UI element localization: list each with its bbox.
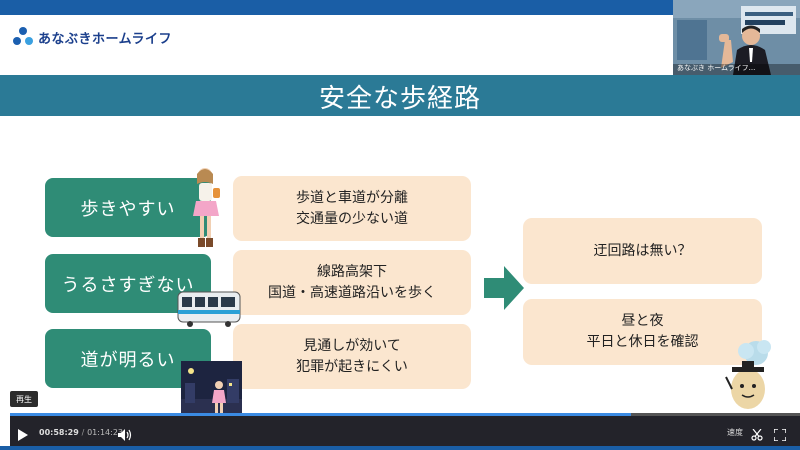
play-tooltip: 再生: [10, 391, 38, 407]
criteria-label: うるさすぎない: [61, 274, 195, 296]
check-box-day-night: 昼と夜 平日と休日を確認: [523, 299, 762, 365]
train-illustration: [176, 288, 242, 332]
company-logo: あなぶきホームライフ: [12, 26, 172, 48]
video-control-bar: 00:58:29 / 01:14:23 速度: [10, 413, 800, 450]
check-box-detour: 迂回路は無い？: [523, 218, 762, 284]
check-line: 迂回路は無い？: [593, 242, 692, 259]
progress-fill: [10, 413, 631, 416]
top-blue-bar: [0, 0, 800, 15]
criteria-label: 道が明るい: [80, 349, 176, 371]
presenter-webcam: あなぶき ホームライフ...: [673, 0, 800, 75]
detail-box-not-noisy: 線路高架下 国道・高速道路沿いを歩く: [233, 250, 471, 315]
criteria-box-walkable: 歩きやすい: [45, 178, 211, 237]
bottom-blue-bar: [0, 446, 800, 450]
duration: 01:14:23: [87, 428, 124, 437]
detail-box-walkable: 歩道と車道が分離 交通量の少ない道: [233, 176, 471, 241]
detail-line: 線路高架下: [317, 263, 387, 280]
detail-line: 交通量の少ない道: [296, 210, 408, 227]
check-line: 平日と休日を確認: [586, 334, 699, 350]
logo-mark-icon: [12, 26, 34, 48]
detail-line: 見通しが効いて: [303, 337, 401, 354]
slide-title-band: [0, 75, 800, 116]
logo-text: あなぶきホームライフ: [38, 31, 172, 47]
detail-box-bright: 見通しが効いて 犯罪が起きにくい: [233, 324, 471, 389]
slide-title: 安全な歩経路: [318, 84, 481, 114]
criteria-label: 歩きやすい: [80, 198, 176, 220]
walking-woman-illustration: [189, 166, 225, 254]
volume-icon[interactable]: [118, 426, 132, 441]
play-icon[interactable]: [17, 426, 29, 441]
detail-line: 犯罪が起きにくい: [296, 358, 408, 375]
check-line: 昼と夜: [621, 313, 664, 329]
right-arrow-icon: [484, 266, 524, 314]
webcam-caption: あなぶき ホームライフ...: [677, 64, 756, 72]
mascot-illustration: [722, 339, 778, 417]
time-display: 00:58:29 / 01:14:23: [39, 428, 123, 437]
current-time: 00:58:29: [39, 428, 79, 437]
detail-line: 歩道と車道が分離: [296, 189, 408, 206]
fullscreen-icon[interactable]: [773, 426, 787, 442]
time-separator: /: [81, 428, 85, 437]
scissors-icon[interactable]: [751, 426, 763, 441]
progress-bar[interactable]: [10, 413, 800, 416]
detail-line: 国道・高速道路沿いを歩く: [268, 284, 436, 301]
speed-button[interactable]: 速度: [727, 428, 743, 437]
